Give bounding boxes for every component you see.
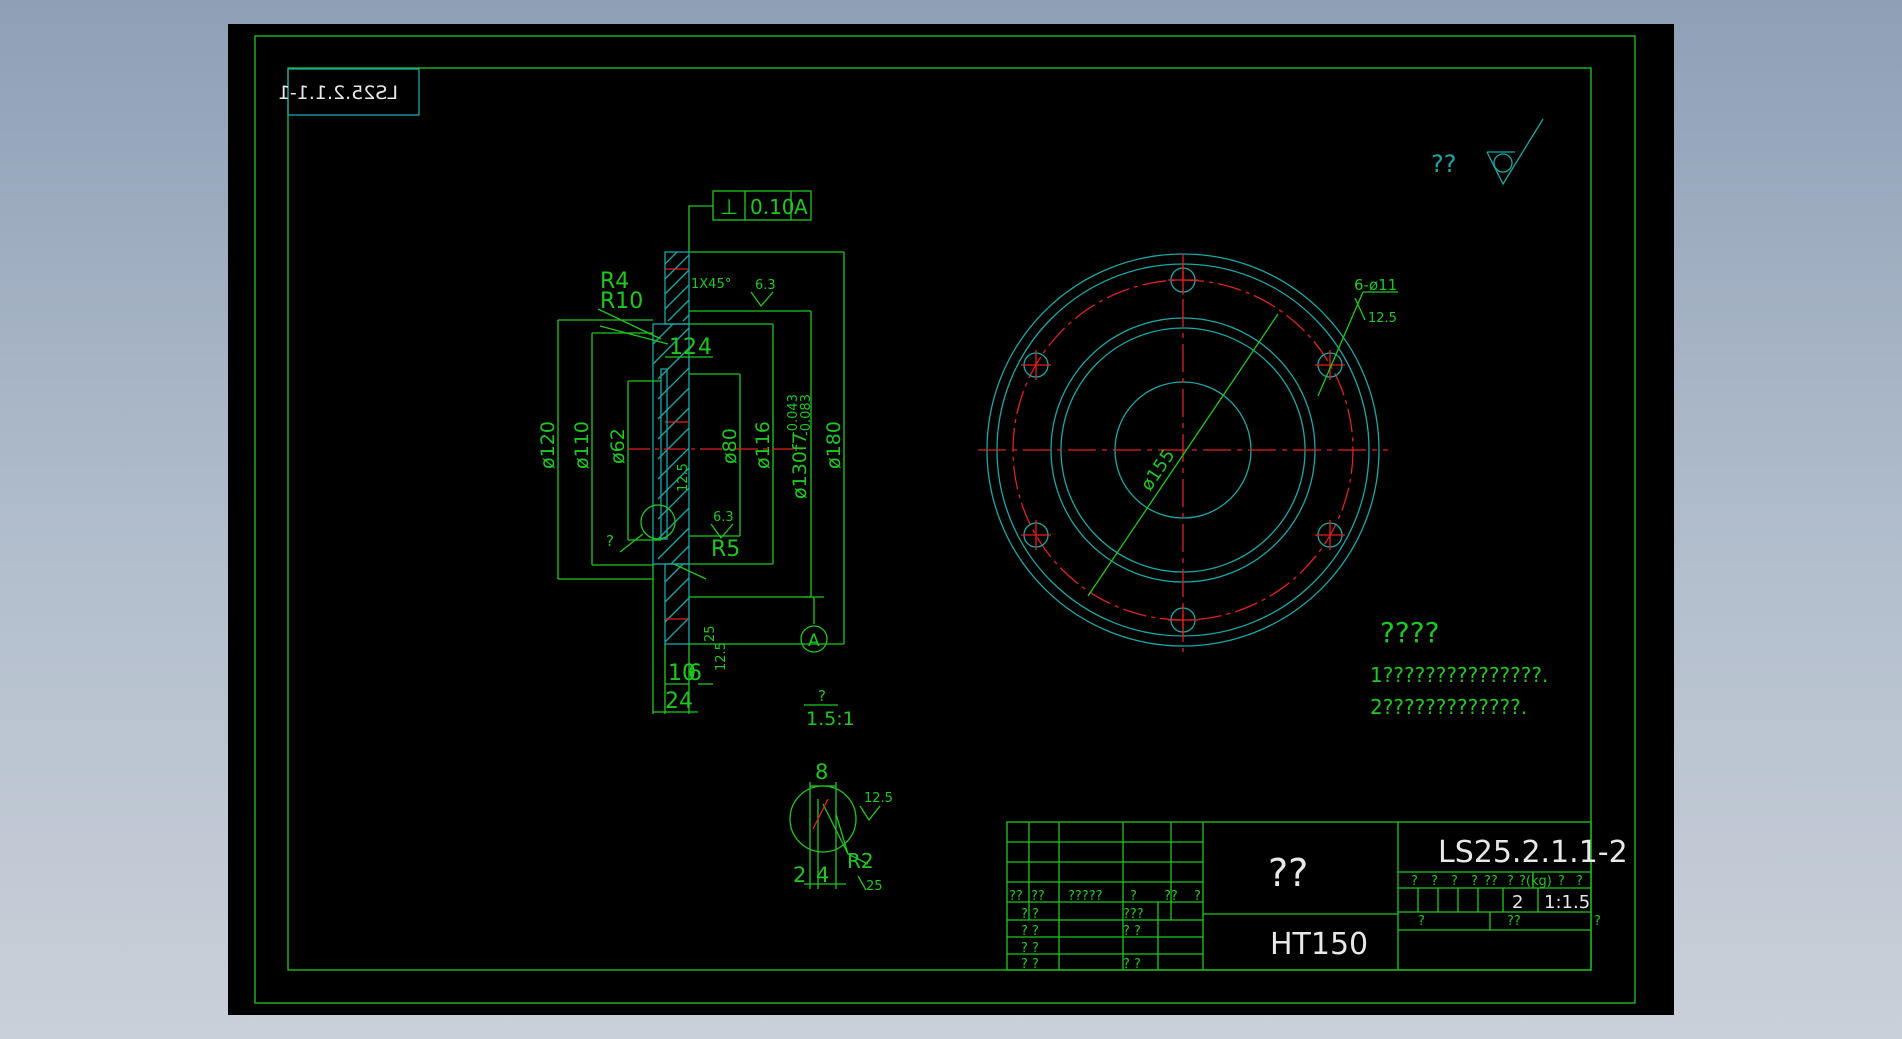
outer-frame <box>254 35 1636 1004</box>
tb-header-1: ?? <box>1031 889 1045 904</box>
detail-dim-2: 2 <box>793 863 806 887</box>
dia-180: ø180 <box>823 421 845 469</box>
rough-63-a: 6.3 <box>755 278 776 293</box>
drawing-number: LS25.2.1.1-2 <box>1438 835 1628 870</box>
title-block: LS25.2.1.1-2 ?? HT150 ?? ?? ????? ? ?? ?… <box>1006 821 1628 972</box>
detail-rough-25: 25 <box>866 879 883 894</box>
drawing-viewport[interactable]: LS25.2.1.1-1 ?? ⊥ 0.10 A <box>228 24 1674 1015</box>
dia-62: ø62 <box>607 428 629 464</box>
dia-116: ø116 <box>752 421 774 469</box>
dia-130f7: ø130f7 <box>789 432 811 499</box>
tol-upper: -0.043 <box>786 394 801 436</box>
tb-row3-left: ? ? <box>1021 924 1039 939</box>
tb-row2-mid: ??? <box>1123 907 1144 922</box>
chamfer-label: 1X45° <box>691 277 731 292</box>
tb-sheet-left: ? <box>1418 914 1425 929</box>
datum-a-label: A <box>808 631 820 651</box>
rough-125-a: 12.5 <box>676 463 691 492</box>
holes-rough: 12.5 <box>1368 311 1397 326</box>
detail-dim-8: 8 <box>815 760 828 784</box>
tb-sheet-right: ? <box>1594 914 1601 929</box>
roughness-symbol-icon <box>1486 118 1544 186</box>
tb-row5-left: ? ? <box>1021 957 1039 972</box>
tb-row2-left: ? ? <box>1021 907 1039 922</box>
notes-line-2: 2?????????????. <box>1370 695 1527 719</box>
tb-sheet-mid: ?? <box>1507 914 1521 929</box>
tb-stage-8: ? <box>1576 874 1583 889</box>
rough-63-b: 6.3 <box>713 510 734 525</box>
tb-row3-mid: ? ? <box>1123 924 1141 939</box>
notes-title: ???? <box>1380 616 1439 649</box>
tb-weight: 2 <box>1512 892 1523 913</box>
tb-scale: 1:1.5 <box>1544 892 1590 913</box>
material: HT150 <box>1270 927 1368 962</box>
tb-stage-5: ? <box>1507 874 1514 889</box>
dia-120: ø120 <box>537 421 559 469</box>
tb-header-2: ????? <box>1068 889 1103 904</box>
tb-stage-2: ? <box>1451 874 1458 889</box>
detail-scale: 1.5:1 <box>806 708 855 730</box>
radius-r10: R10 <box>600 289 643 314</box>
detail-title-q: ? <box>818 687 826 705</box>
section-q-mark: ? <box>606 532 614 550</box>
dim-6: 6 <box>688 661 702 686</box>
detail-rough-125: 12.5 <box>864 791 893 806</box>
tb-stage-3: ? <box>1471 874 1478 889</box>
tb-stage-7: ? <box>1558 874 1565 889</box>
rough-125-b: 12.5 <box>714 642 729 671</box>
tol-lower: -0.083 <box>799 394 814 436</box>
roughness-note-text: ?? <box>1431 150 1456 178</box>
stamp-box <box>287 68 420 116</box>
tb-header-3: ? <box>1130 889 1137 904</box>
stamp-mirrored-text: LS25.2.1.1-1 <box>278 82 398 104</box>
dim-12: 12 <box>669 335 697 360</box>
dia-80: ø80 <box>719 428 741 464</box>
tb-row4-left: ? ? <box>1021 941 1039 956</box>
cad-drawing[interactable]: LS25.2.1.1-1 ?? ⊥ 0.10 A <box>228 24 1674 1015</box>
section-view: ⊥ 0.10 A <box>537 190 845 714</box>
dim-10: 10 <box>668 661 696 686</box>
tb-header-5: ? <box>1194 889 1201 904</box>
gdt-symbol: ⊥ <box>720 195 738 219</box>
tb-header-0: ?? <box>1009 889 1023 904</box>
tb-stage-1: ? <box>1431 874 1438 889</box>
part-name: ?? <box>1268 851 1308 895</box>
tb-row5-mid: ? ? <box>1123 957 1141 972</box>
dim-4: 4 <box>698 335 712 360</box>
dim-24: 24 <box>665 689 693 714</box>
notes-line-1: 1???????????????. <box>1370 663 1548 687</box>
holes-label: 6-ø11 <box>1354 276 1397 294</box>
tb-stage-6: ?(kg) <box>1519 874 1552 889</box>
gdt-tolerance: 0.10 <box>750 195 795 219</box>
rough-25: 25 <box>703 625 718 642</box>
radius-r5: R5 <box>711 537 740 562</box>
tb-stage-4: ?? <box>1484 874 1498 889</box>
inner-frame <box>287 67 1592 971</box>
detail-dim-4: 4 <box>816 863 829 887</box>
tb-header-4: ?? <box>1164 889 1178 904</box>
radius-r4: R4 <box>600 269 629 294</box>
tb-stage-0: ? <box>1411 874 1418 889</box>
dia-110: ø110 <box>571 421 593 469</box>
detail-view: ? 1.5:1 8 12.5 R2 2 4 25 <box>789 687 893 894</box>
plan-view: ø155 6-ø11 12.5 <box>978 253 1398 652</box>
gdt-datum: A <box>794 195 808 219</box>
detail-radius-r2: R2 <box>847 849 874 873</box>
